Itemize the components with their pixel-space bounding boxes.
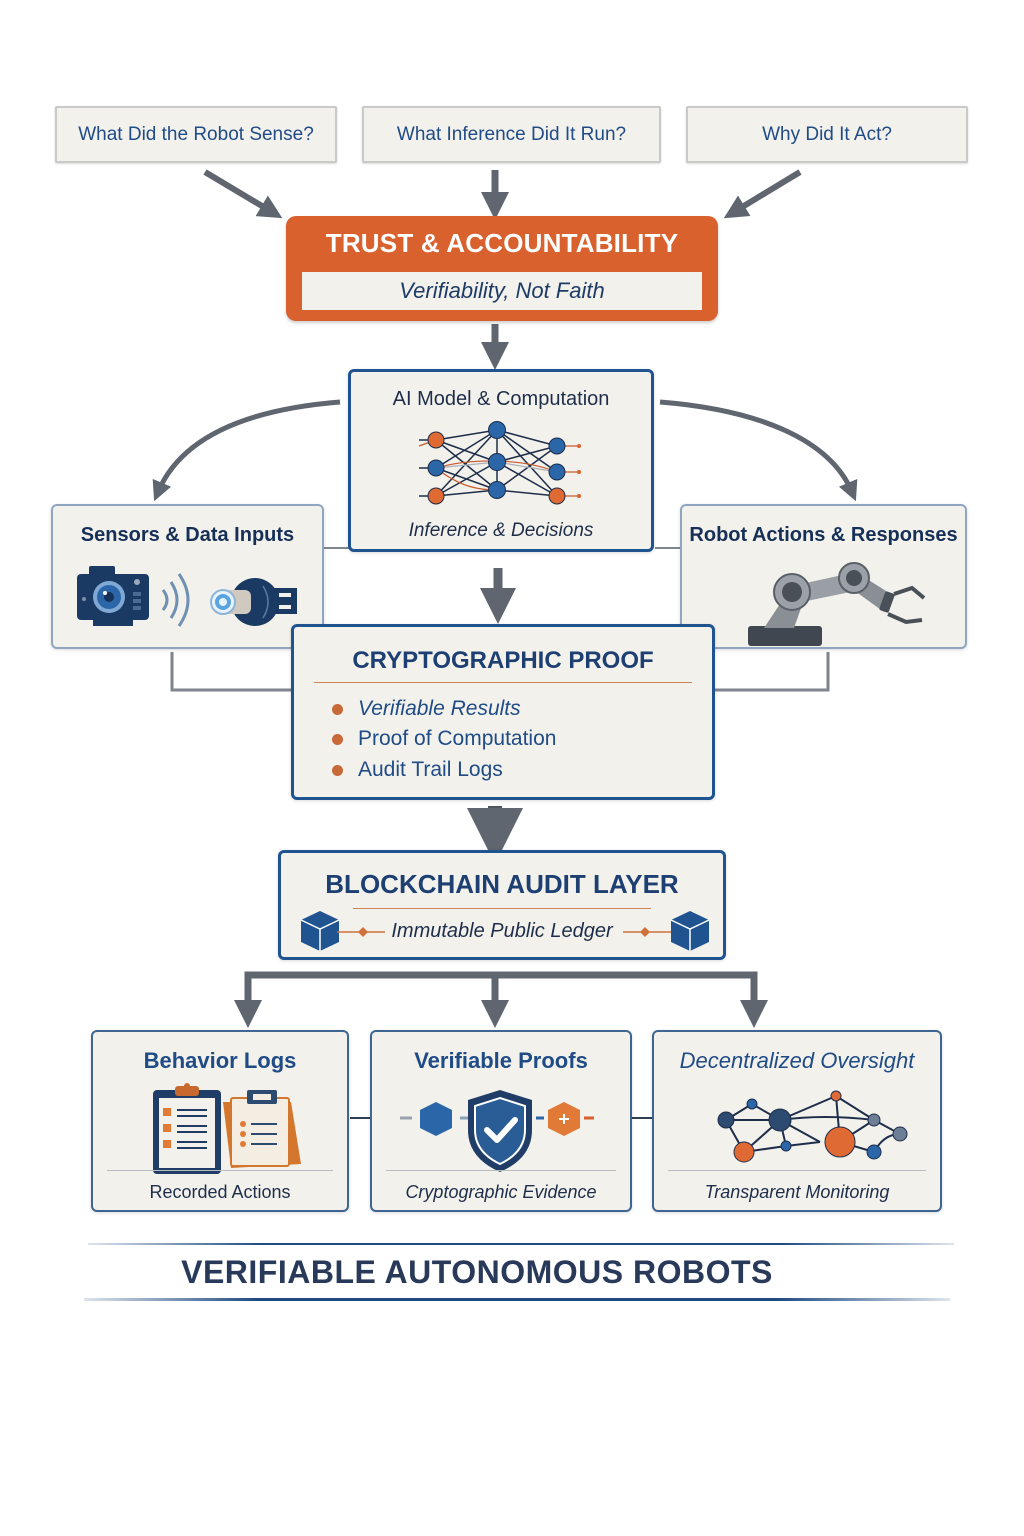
chain-link-left xyxy=(337,927,385,937)
branch-connector xyxy=(244,971,758,1000)
arrow-sense-to-trust xyxy=(203,169,283,219)
blockchain-audit-box: BLOCKCHAIN AUDIT LAYER Immutable Public … xyxy=(278,850,726,960)
lidar-sensor-icon xyxy=(210,578,297,626)
trust-title: TRUST & ACCOUNTABILITY xyxy=(325,228,679,258)
behavior-logs-caption: Recorded Actions xyxy=(149,1182,291,1202)
trust-accountability-box: TRUST & ACCOUNTABILITY Verifiability, No… xyxy=(286,216,718,321)
divider xyxy=(386,1170,616,1171)
network-graph-icon xyxy=(717,1090,908,1163)
neural-network-icon xyxy=(418,421,581,505)
cryptographic-proof-box: CRYPTOGRAPHIC PROOF Verifiable Results P… xyxy=(291,624,715,800)
crypto-proof-item-label: Audit Trail Logs xyxy=(358,758,503,781)
question-box-inference: What Inference Did It Run? xyxy=(362,106,661,163)
block-cube-icon xyxy=(670,911,710,951)
sensors-title: Sensors & Data Inputs xyxy=(80,524,295,546)
divider xyxy=(668,1170,926,1171)
ai-model-box: AI Model & Computation Inference & Decis… xyxy=(348,369,654,552)
question-box-why: Why Did It Act? xyxy=(686,106,968,163)
decentralized-oversight-card: Decentralized Oversight Transparent Moni… xyxy=(652,1030,942,1212)
block-cube-icon xyxy=(300,911,340,951)
footer-title: VERIFIABLE AUTONOMOUS ROBOTS xyxy=(181,1254,773,1290)
crypto-proof-item-label: Verifiable Results xyxy=(358,697,521,720)
camera-icon xyxy=(77,566,149,626)
oversight-caption: Transparent Monitoring xyxy=(704,1182,890,1202)
bullet-dot xyxy=(332,703,343,715)
trust-subtitle: Verifiability, Not Faith xyxy=(302,272,702,310)
divider xyxy=(353,908,651,909)
ai-model-title: AI Model & Computation xyxy=(392,388,610,410)
arrow-ai-to-actions xyxy=(659,399,858,502)
clipboard-icon xyxy=(153,1083,301,1174)
connector-actions-to-crypto xyxy=(714,652,830,692)
arrow-ai-to-sensors xyxy=(152,399,341,502)
question-label: Why Did It Act? xyxy=(762,123,892,145)
connector-sensors-to-crypto xyxy=(170,652,292,692)
footer-rule-bottom xyxy=(84,1298,950,1301)
chain-link-right xyxy=(623,927,671,937)
sensors-box: Sensors & Data Inputs xyxy=(51,504,324,649)
oversight-title: Decentralized Oversight xyxy=(679,1048,915,1073)
crypto-proof-item: Verifiable Results xyxy=(332,697,521,721)
question-label: What Inference Did It Run? xyxy=(396,123,627,145)
behavior-logs-card: Behavior Logs Recorded Actions xyxy=(91,1030,349,1212)
bullet-dot xyxy=(332,764,343,776)
divider xyxy=(107,1170,333,1171)
blockchain-subtitle: Immutable Public Ledger xyxy=(391,920,613,942)
ai-model-subtitle: Inference & Decisions xyxy=(408,520,594,541)
footer-rule-top xyxy=(88,1243,954,1245)
verifiable-proofs-card: Verifiable Proofs Cryptographic Evidence xyxy=(370,1030,632,1212)
behavior-logs-title: Behavior Logs xyxy=(143,1048,297,1073)
crypto-proof-item: Proof of Computation xyxy=(332,727,556,751)
crypto-proof-title: CRYPTOGRAPHIC PROOF xyxy=(352,647,654,674)
question-box-sense: What Did the Robot Sense? xyxy=(55,106,337,163)
verifiable-proofs-title: Verifiable Proofs xyxy=(414,1048,588,1073)
divider xyxy=(314,682,692,683)
arrow-why-to-trust xyxy=(723,169,802,219)
signal-waves-icon xyxy=(161,573,190,627)
robot-arm-icon xyxy=(748,562,926,646)
verifiable-proofs-caption: Cryptographic Evidence xyxy=(405,1182,597,1202)
shield-check-icon xyxy=(400,1090,594,1172)
crypto-proof-item: Audit Trail Logs xyxy=(332,758,503,782)
robot-actions-box: Robot Actions & Responses xyxy=(680,504,967,649)
question-label: What Did the Robot Sense? xyxy=(78,123,314,145)
blockchain-title: BLOCKCHAIN AUDIT LAYER xyxy=(325,869,679,899)
bullet-dot xyxy=(332,733,343,745)
crypto-proof-item-label: Proof of Computation xyxy=(358,727,557,750)
robot-actions-title: Robot Actions & Responses xyxy=(689,524,958,546)
